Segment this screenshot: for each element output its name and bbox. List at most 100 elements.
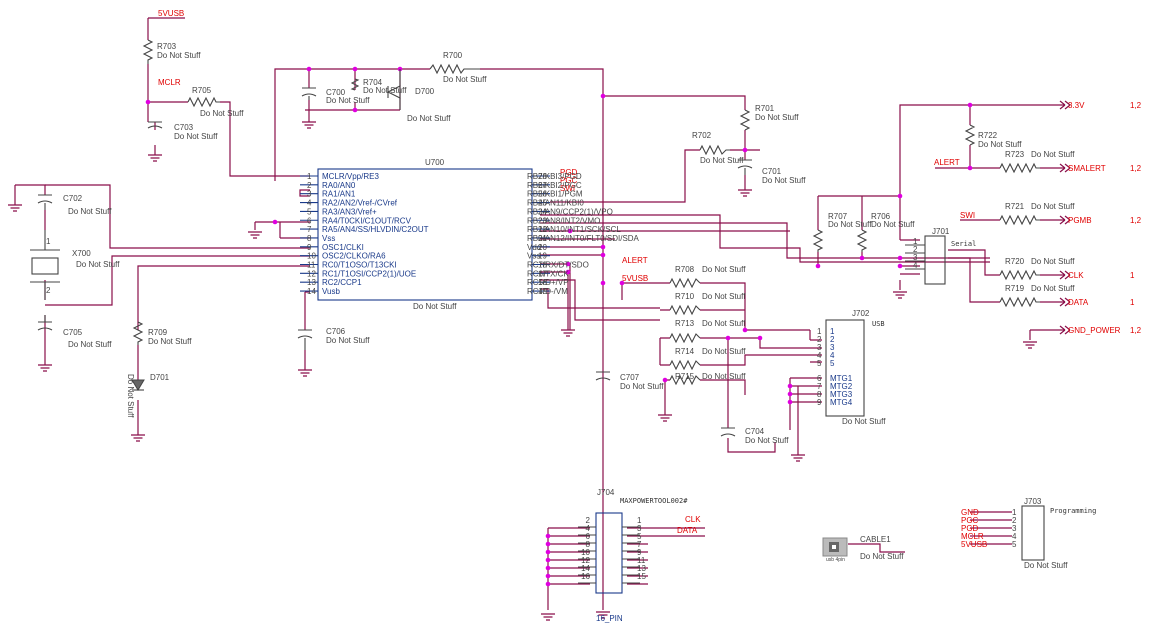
junction-dot — [600, 93, 606, 99]
port-arrow-data-icon — [1059, 297, 1071, 307]
j702-pin-number: 5 — [817, 359, 822, 368]
capacitor-c706-symbol — [297, 329, 313, 350]
ground-icon — [298, 369, 312, 377]
u700-pin-name: Vdd — [527, 243, 541, 252]
u700-pin-name: RC1/T1OSI/CCP2(1)/UOE — [322, 269, 416, 278]
junction-dot — [897, 263, 903, 269]
j704-pin-number: 6 — [586, 532, 591, 541]
value-c707: Do Not Stuff — [620, 382, 664, 391]
connector-j702 — [825, 319, 865, 417]
j702-pin-name: MTG3 — [830, 390, 853, 399]
port-ref-data: 1 — [1130, 298, 1135, 307]
value-r721: Do Not Stuff — [1031, 202, 1075, 211]
junction-dot — [567, 228, 573, 234]
u700-pin-number: 27 — [538, 181, 547, 190]
designator-r705: R705 — [192, 86, 212, 95]
value-c705: Do Not Stuff — [68, 340, 112, 349]
ground-icon — [38, 340, 52, 372]
designator-r702: R702 — [692, 131, 712, 140]
resistor-r722-symbol — [964, 124, 976, 146]
diode-d700-symbol — [386, 69, 401, 110]
j702-pin-number: 7 — [817, 382, 822, 391]
u700-pin-number: 7 — [307, 225, 312, 234]
junction-dot — [545, 573, 551, 579]
port-ref-gnd-power: 1,2 — [1130, 326, 1142, 335]
u700-pin-name: RB4/AN11/KBI0 — [527, 199, 584, 208]
value-r701: Do Not Stuff — [755, 113, 799, 122]
net-label-alert-right: ALERT — [934, 158, 960, 167]
port-arrow-gnd-power-icon — [1059, 325, 1071, 335]
j704-pin-number: 1 — [637, 516, 642, 525]
capacitor-c705-symbol — [37, 315, 53, 331]
value-c700: Do Not Stuff — [326, 96, 370, 105]
net-label-clk: CLK — [1068, 271, 1084, 280]
ground-icon — [791, 450, 805, 462]
j702-pin-name: 3 — [830, 343, 835, 352]
ic-u700 — [300, 168, 550, 301]
designator-c700: C700 — [326, 88, 346, 97]
u700-pin-name: RB5/KBI1/PGM — [527, 190, 583, 199]
junction-dot — [619, 280, 625, 286]
resistor-r715-symbol — [669, 374, 701, 386]
value-j702: Do Not Stuff — [842, 417, 886, 426]
x700-pin-2: 2 — [46, 286, 51, 295]
value-c706: Do Not Stuff — [326, 336, 370, 345]
value-r704: Do Not Stuff — [363, 86, 407, 95]
junction-dot — [352, 66, 358, 72]
designator-r709: R709 — [148, 328, 168, 337]
designator-j701: J701 — [932, 227, 950, 236]
net-label-pgmb: PGMB — [1068, 216, 1092, 225]
resistor-r705-symbol — [187, 96, 220, 108]
j704-pin-number: 4 — [586, 524, 591, 533]
net-label-mclr: MCLR — [158, 78, 181, 87]
u700-pin-number: 5 — [307, 207, 312, 216]
resistor-r701-symbol — [739, 109, 751, 131]
value-u700: Do Not Stuff — [413, 302, 457, 311]
u700-pin-number: 22 — [538, 225, 547, 234]
j702-pin-name: MTG4 — [830, 398, 853, 407]
u700-right-pins: 28RB7/KBI3/PGD27RB6/KBI2/PGC26RB5/KBI1/P… — [527, 172, 640, 296]
j702-pin-number: 4 — [817, 351, 822, 360]
value-d701: Do Not Stuff — [126, 374, 135, 418]
designator-j704: J704 — [597, 488, 615, 497]
port-ref-smalert: 1,2 — [1130, 164, 1142, 173]
junction-dot — [757, 335, 763, 341]
junction-dot — [815, 263, 821, 269]
u700-pin-number: 9 — [307, 243, 312, 252]
resistor-r713-symbol — [669, 332, 701, 344]
junction-dot — [600, 252, 606, 258]
u700-pin-name: RB0/AN12/INT0/FLT0/SDI/SDA — [527, 234, 640, 243]
j701-pin-number: 1 — [913, 237, 918, 246]
port-ref-pgmb: 1,2 — [1130, 216, 1142, 225]
j703-net-label: 5VUSB — [961, 540, 987, 549]
resistor-r720-symbol — [999, 269, 1040, 281]
u700-pin-number: 12 — [307, 269, 316, 278]
designator-r720: R720 — [1005, 257, 1025, 266]
resistor-r723-symbol — [999, 162, 1040, 174]
net-label-5vusb-mid: 5VUSB — [622, 274, 648, 283]
j702-pin-number: 6 — [817, 374, 822, 383]
junction-dot — [787, 399, 793, 405]
resistor-r714-symbol — [669, 359, 701, 371]
junction-dot — [565, 261, 571, 267]
junction-dot — [742, 327, 748, 333]
designator-r701: R701 — [755, 104, 775, 113]
port-ref-3v3: 1,2 — [1130, 101, 1142, 110]
ground-icon — [148, 145, 162, 162]
junction-dot — [662, 377, 668, 383]
port-ref-clk: 1 — [1130, 271, 1135, 280]
connector-j703 — [1021, 505, 1045, 561]
net-label-swi-right: SWI — [960, 211, 975, 220]
j703-pin-number: 2 — [1012, 516, 1017, 525]
junction-dot — [742, 147, 748, 153]
u700-pin-number: 26 — [538, 190, 547, 199]
ground-icon — [561, 272, 575, 337]
value-r709: Do Not Stuff — [148, 337, 192, 346]
j701-pin-number: 3 — [913, 253, 918, 262]
resistor-r702-symbol — [699, 144, 730, 156]
u700-pin-name: RB2/AN8/INT2/VMO — [527, 216, 600, 225]
u700-pin-name: RB6/KBI2/PGC — [527, 181, 582, 190]
designator-u700: U700 — [425, 158, 445, 167]
